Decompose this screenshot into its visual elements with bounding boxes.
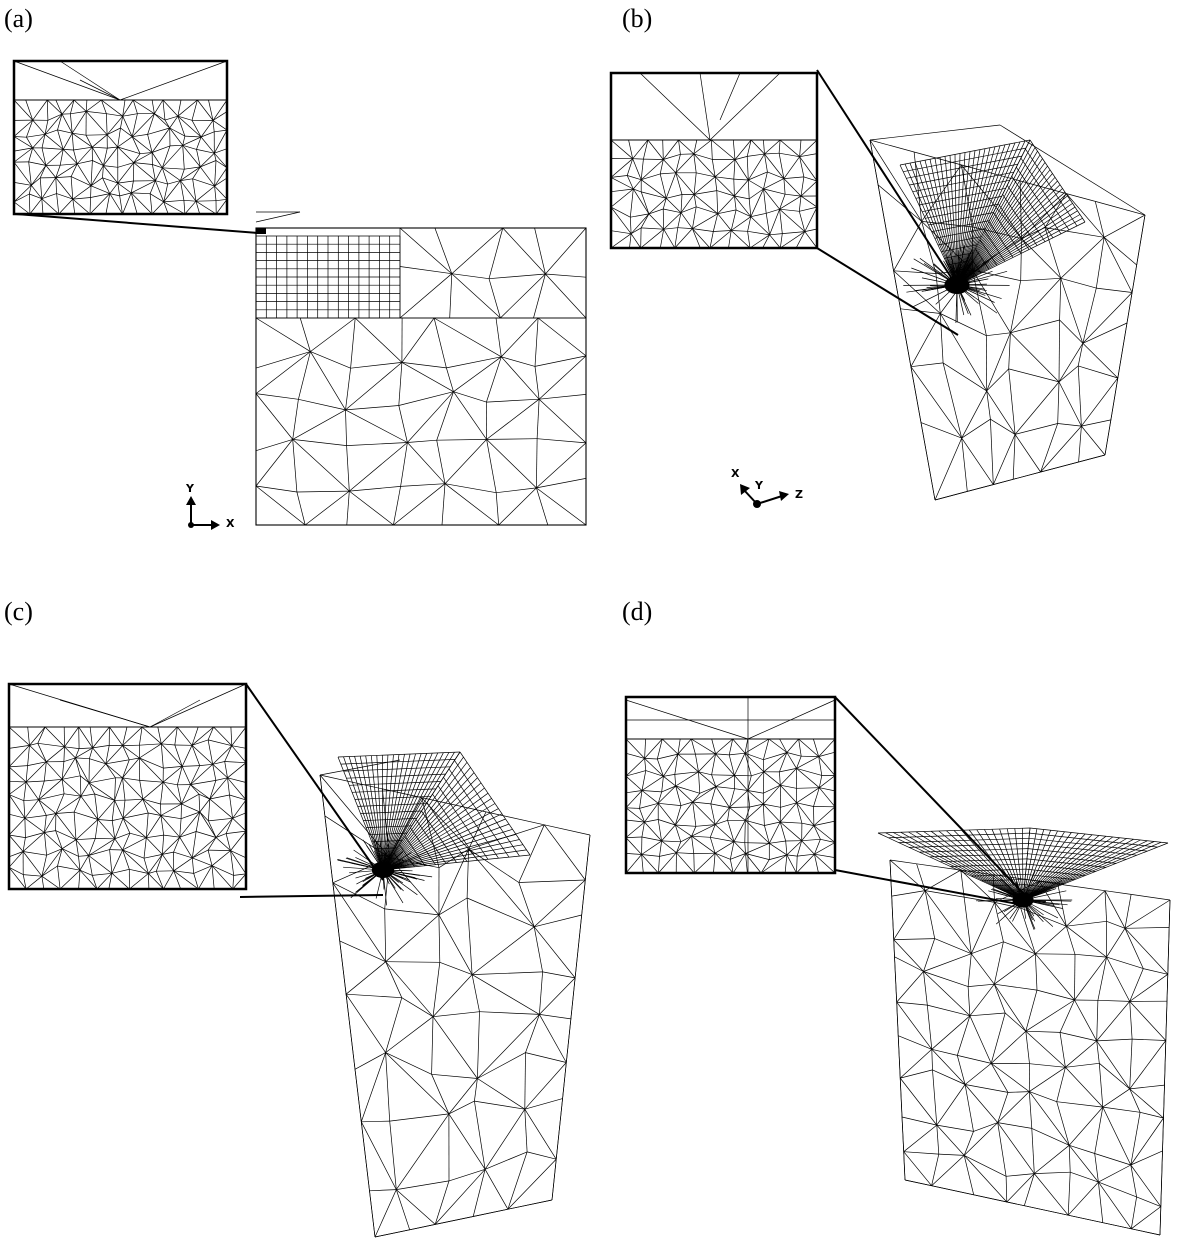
panel-c-mesh bbox=[319, 751, 591, 1238]
axis-x-label: X bbox=[226, 517, 235, 530]
panel-b-mesh bbox=[869, 124, 1146, 501]
panel-d-indenter-mesh bbox=[877, 827, 1169, 901]
panel-c-inset bbox=[7, 682, 384, 898]
panel-label-b: (b) bbox=[622, 4, 653, 33]
panel-b-inset bbox=[609, 69, 959, 336]
panel-b-axis-triad: X Y Z bbox=[731, 467, 803, 508]
panel-a-inset-mesh bbox=[13, 60, 228, 215]
panel-d-inset bbox=[624, 695, 1024, 906]
panel-a-refined-zone bbox=[255, 235, 401, 319]
panel-a-mesh bbox=[255, 211, 587, 526]
axis-y-label: Y bbox=[754, 479, 764, 492]
axis-x-label: X bbox=[731, 467, 740, 480]
panel-label-d: (d) bbox=[622, 597, 653, 626]
panel-a-coarse-triangles bbox=[255, 227, 587, 526]
panel-a-axis-triad: Y X bbox=[185, 482, 235, 530]
panel-label-c: (c) bbox=[4, 597, 33, 626]
panel-a-inset bbox=[12, 59, 259, 234]
axis-y-label: Y bbox=[185, 482, 195, 495]
axis-z-label: Z bbox=[795, 488, 803, 501]
panel-c-indenter-mesh bbox=[337, 751, 531, 871]
panel-label-a: (a) bbox=[4, 4, 33, 33]
panel-d-mesh bbox=[877, 827, 1171, 1236]
